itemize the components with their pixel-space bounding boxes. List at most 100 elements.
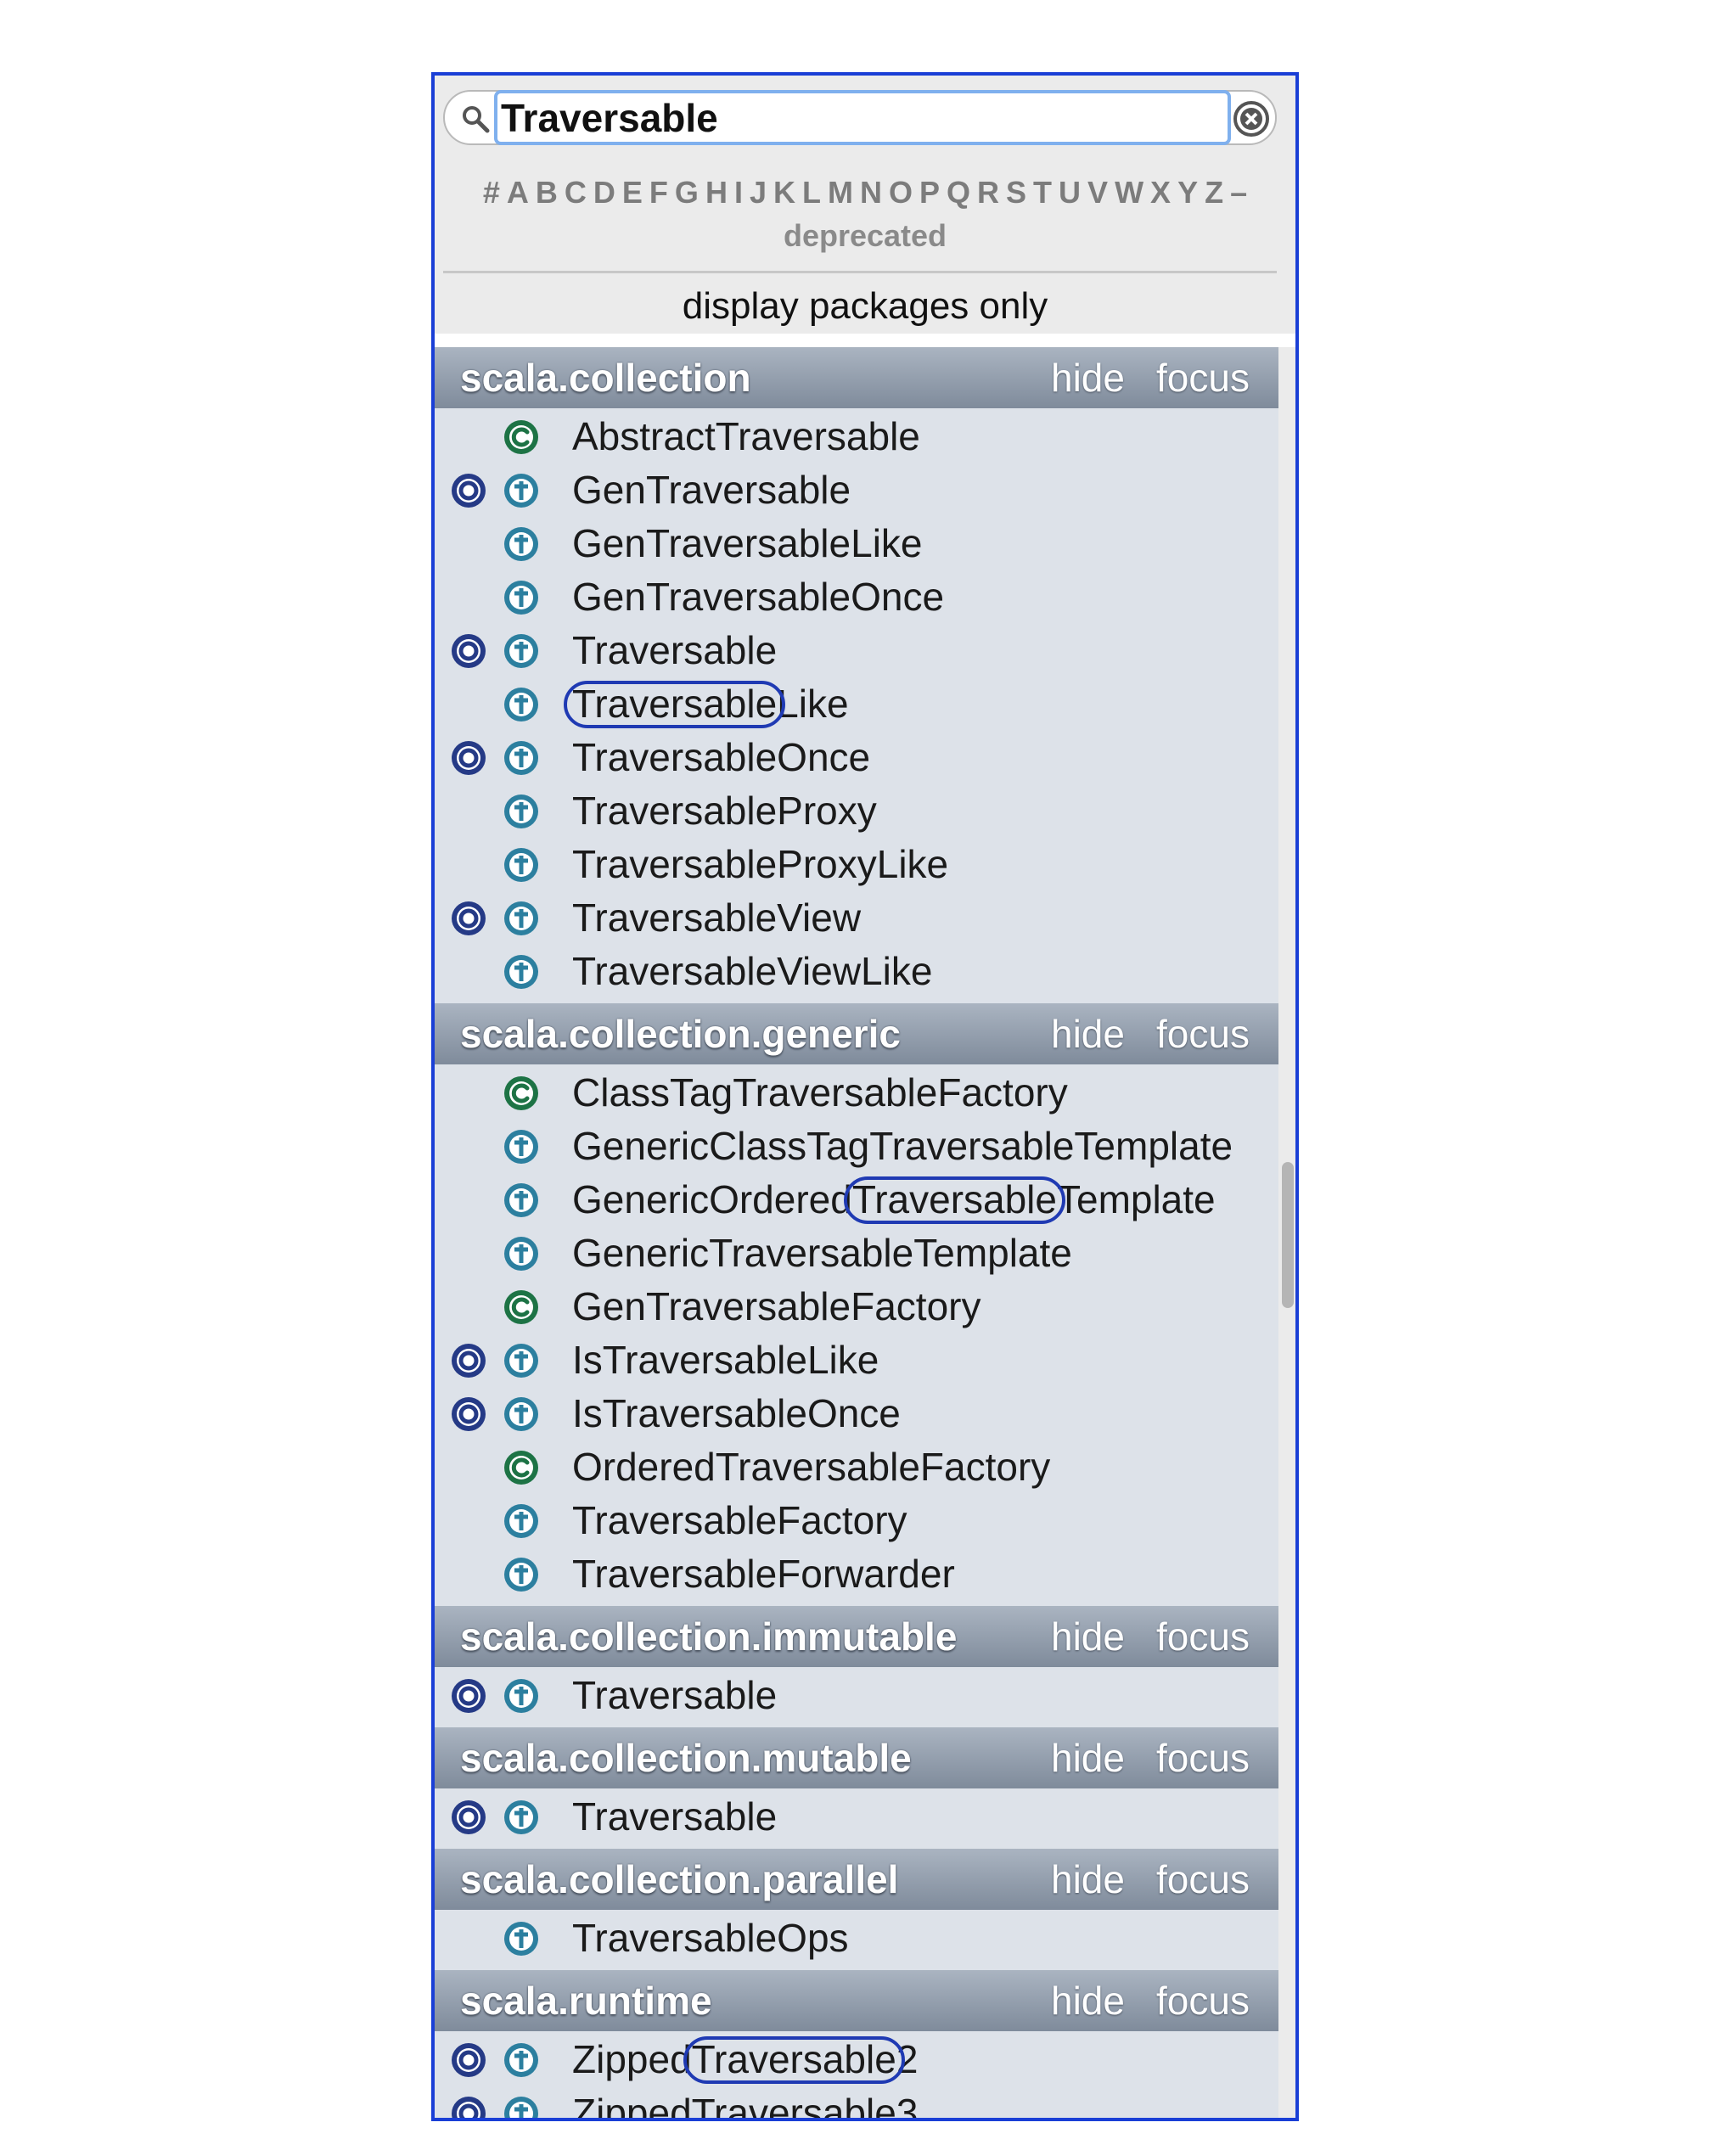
- class-icon[interactable]: [503, 1449, 540, 1486]
- list-item[interactable]: TraversableOnce: [435, 731, 1278, 784]
- letter-index-item[interactable]: U: [1059, 175, 1082, 210]
- object-icon[interactable]: [450, 900, 487, 937]
- object-icon[interactable]: [450, 1342, 487, 1379]
- list-item[interactable]: GenTraversable: [435, 463, 1278, 517]
- letter-index-item[interactable]: C: [564, 175, 587, 210]
- trait-icon[interactable]: [503, 793, 540, 830]
- focus-package-link[interactable]: focus: [1156, 1979, 1250, 2023]
- list-item[interactable]: ZippedTraversable2: [435, 2033, 1278, 2086]
- letter-index-item[interactable]: K: [773, 175, 795, 210]
- hide-package-link[interactable]: hide: [1051, 1012, 1125, 1056]
- letter-index-item[interactable]: H: [705, 175, 728, 210]
- entity-name-link[interactable]: IsTraversableLike: [572, 1338, 879, 1382]
- letter-index-item[interactable]: G: [674, 175, 699, 210]
- object-icon[interactable]: [450, 472, 487, 509]
- entity-name-link[interactable]: TraversableView: [572, 896, 862, 940]
- entity-name-link[interactable]: TraversableLike: [572, 682, 849, 726]
- object-icon[interactable]: [450, 739, 487, 777]
- letter-index-item[interactable]: B: [535, 175, 558, 210]
- entity-name-link[interactable]: TraversableOnce: [572, 735, 871, 779]
- entity-name-link[interactable]: TraversableProxyLike: [572, 842, 949, 886]
- list-item[interactable]: ClassTagTraversableFactory: [435, 1066, 1278, 1120]
- list-item[interactable]: GenericTraversableTemplate: [435, 1227, 1278, 1280]
- letter-index-item[interactable]: O: [888, 175, 913, 210]
- class-icon[interactable]: [503, 418, 540, 456]
- entity-name-link[interactable]: GenTraversableLike: [572, 521, 923, 565]
- trait-icon[interactable]: [503, 2041, 540, 2079]
- list-item[interactable]: GenTraversableFactory: [435, 1280, 1278, 1333]
- list-item[interactable]: AbstractTraversable: [435, 410, 1278, 463]
- letter-index-item[interactable]: I: [733, 175, 743, 210]
- list-item[interactable]: ZippedTraversable3: [435, 2086, 1278, 2121]
- trait-icon[interactable]: [503, 1677, 540, 1715]
- package-name-link[interactable]: scala.runtime: [460, 1979, 712, 2023]
- trait-icon[interactable]: [503, 632, 540, 670]
- entity-name-link[interactable]: TraversableOps: [572, 1916, 849, 1960]
- focus-package-link[interactable]: focus: [1156, 1857, 1250, 1901]
- list-item[interactable]: GenericClassTagTraversableTemplate: [435, 1120, 1278, 1173]
- letter-index-item[interactable]: X: [1150, 175, 1172, 210]
- entity-name-link[interactable]: IsTraversableOnce: [572, 1391, 901, 1435]
- trait-icon[interactable]: [503, 1182, 540, 1219]
- hide-package-link[interactable]: hide: [1051, 1736, 1125, 1780]
- entity-name-link[interactable]: Traversable: [572, 1794, 778, 1839]
- entity-name-link[interactable]: ZippedTraversable2: [572, 2037, 919, 2081]
- focus-package-link[interactable]: focus: [1156, 1736, 1250, 1780]
- letter-index-item[interactable]: M: [827, 175, 853, 210]
- trait-icon[interactable]: [503, 1556, 540, 1593]
- trait-icon[interactable]: [503, 1128, 540, 1165]
- search-input[interactable]: [497, 93, 1228, 142]
- list-item[interactable]: TraversableLike: [435, 677, 1278, 731]
- entity-name-link[interactable]: TraversableProxy: [572, 789, 877, 833]
- list-item[interactable]: TraversableViewLike: [435, 945, 1278, 998]
- list-item[interactable]: GenTraversableOnce: [435, 570, 1278, 624]
- entity-name-link[interactable]: GenTraversable: [572, 468, 851, 512]
- letter-index-item[interactable]: P: [919, 175, 941, 210]
- trait-icon[interactable]: [503, 953, 540, 991]
- class-icon[interactable]: [503, 1075, 540, 1112]
- entity-name-link[interactable]: ZippedTraversable3: [572, 2091, 919, 2121]
- trait-icon[interactable]: [503, 739, 540, 777]
- object-icon[interactable]: [450, 632, 487, 670]
- entity-name-link[interactable]: TraversableViewLike: [572, 949, 933, 993]
- letter-index-item[interactable]: N: [859, 175, 882, 210]
- entity-name-link[interactable]: GenericOrderedTraversableTemplate: [572, 1177, 1216, 1221]
- trait-icon[interactable]: [503, 2095, 540, 2121]
- package-name-link[interactable]: scala.collection: [460, 356, 751, 400]
- trait-icon[interactable]: [503, 686, 540, 723]
- trait-icon[interactable]: [503, 1235, 540, 1272]
- letter-index-item[interactable]: E: [621, 175, 643, 210]
- package-name-link[interactable]: scala.collection.immutable: [460, 1614, 958, 1659]
- object-icon[interactable]: [450, 1799, 487, 1836]
- list-item[interactable]: TraversableProxy: [435, 784, 1278, 838]
- entity-name-link[interactable]: GenTraversableOnce: [572, 575, 945, 619]
- trait-icon[interactable]: [503, 1920, 540, 1957]
- focus-package-link[interactable]: focus: [1156, 1614, 1250, 1659]
- trait-icon[interactable]: [503, 525, 540, 563]
- entity-name-link[interactable]: Traversable: [572, 628, 778, 672]
- clear-search-icon[interactable]: [1233, 100, 1270, 138]
- letter-index-item[interactable]: J: [749, 175, 767, 210]
- hide-package-link[interactable]: hide: [1051, 1979, 1125, 2023]
- deprecated-link[interactable]: deprecated: [783, 218, 947, 253]
- class-icon[interactable]: [503, 1289, 540, 1326]
- object-icon[interactable]: [450, 2041, 487, 2079]
- object-icon[interactable]: [450, 1677, 487, 1715]
- list-item[interactable]: TraversableForwarder: [435, 1547, 1278, 1601]
- focus-package-link[interactable]: focus: [1156, 1012, 1250, 1056]
- package-name-link[interactable]: scala.collection.mutable: [460, 1736, 912, 1780]
- list-item[interactable]: GenTraversableLike: [435, 517, 1278, 570]
- entity-name-link[interactable]: AbstractTraversable: [572, 414, 920, 458]
- list-item[interactable]: Traversable: [435, 624, 1278, 677]
- list-item[interactable]: TraversableFactory: [435, 1494, 1278, 1547]
- letter-index-item[interactable]: A: [506, 175, 529, 210]
- letter-index-item[interactable]: Z: [1205, 175, 1224, 210]
- hide-package-link[interactable]: hide: [1051, 1614, 1125, 1659]
- entity-name-link[interactable]: GenericTraversableTemplate: [572, 1231, 1072, 1275]
- hide-package-link[interactable]: hide: [1051, 1857, 1125, 1901]
- letter-index-item[interactable]: S: [1006, 175, 1027, 210]
- list-item[interactable]: TraversableOps: [435, 1912, 1278, 1965]
- object-icon[interactable]: [450, 1395, 487, 1433]
- display-packages-only-link[interactable]: display packages only: [682, 285, 1048, 327]
- letter-index-item[interactable]: Q: [947, 175, 971, 210]
